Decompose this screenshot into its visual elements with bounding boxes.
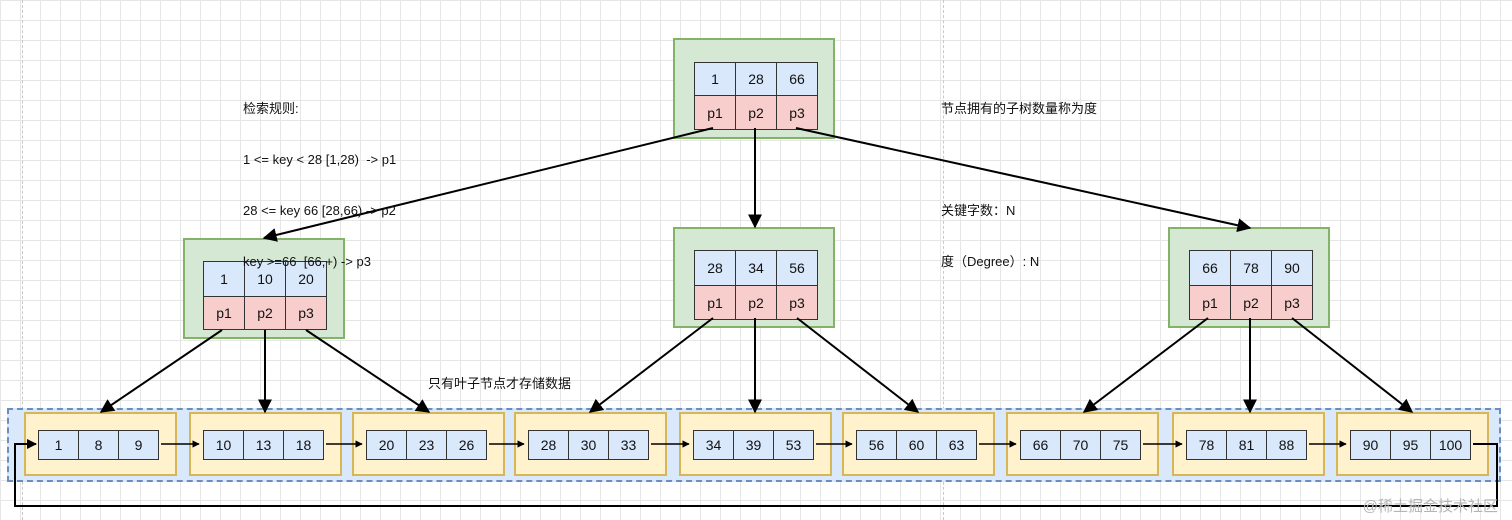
degree-spacer (941, 151, 1097, 168)
root-node: 1 28 66 p1 p2 p3 (673, 38, 835, 139)
search-rules-line-1: 1 <= key < 28 [1,28) -> p1 (243, 152, 397, 167)
leaf-node-1: 1 8 9 (24, 412, 177, 476)
root-pointer-1: p1 (694, 95, 736, 130)
leaf-node-9: 90 95 100 (1336, 412, 1489, 476)
leaf-3-key-1: 20 (366, 430, 407, 460)
internal-1-p3-arrow (305, 329, 431, 413)
leaf-1-key-1: 1 (38, 430, 79, 460)
internal-2-key-2: 34 (735, 250, 777, 286)
leaf-9-key-2: 95 (1390, 430, 1431, 460)
leaf-9-key-3: 100 (1430, 430, 1471, 460)
internal-2-key-1: 28 (694, 250, 736, 286)
leaf-6-key-1: 56 (856, 430, 897, 460)
leaf-8-key-1: 78 (1186, 430, 1227, 460)
degree-line-1: 关键字数：N (941, 203, 1016, 218)
internal-1-key-3: 20 (285, 261, 327, 297)
watermark: @稀土掘金技术社区 (1362, 498, 1498, 515)
leaf-2-key-3: 18 (283, 430, 324, 460)
internal-3-pointer-3: p3 (1271, 285, 1313, 320)
internal-3-pointer-2: p2 (1230, 285, 1272, 320)
leaf-node-7: 66 70 75 (1006, 412, 1159, 476)
root-to-internal-1-arrow (262, 127, 714, 242)
leaf-node-2: 10 13 18 (189, 412, 342, 476)
leaf-4-key-1: 28 (528, 430, 569, 460)
root-to-internal-3-arrow (795, 127, 1252, 233)
internal-2-pointer-3: p3 (776, 285, 818, 320)
internal-1-p1-arrow (99, 329, 223, 413)
internal-node-2: 28 34 56 p1 p2 p3 (673, 227, 835, 328)
internal-3-p1-arrow (1082, 317, 1209, 413)
leaf-3-key-3: 26 (446, 430, 487, 460)
leaf-1-key-3: 9 (118, 430, 159, 460)
degree-line-2: 度（Degree）: N (941, 254, 1040, 269)
leaf-5-key-2: 39 (733, 430, 774, 460)
leaf-node-4: 28 30 33 (514, 412, 667, 476)
search-rules-note: 检索规则: 1 <= key < 28 [1,28) -> p1 28 <= k… (243, 66, 396, 287)
internal-1-key-2: 10 (244, 261, 286, 297)
leaf-node-8: 78 81 88 (1172, 412, 1325, 476)
search-rules-title: 检索规则: (243, 101, 299, 116)
leaf-node-3: 20 23 26 (352, 412, 505, 476)
root-pointer-2: p2 (735, 95, 777, 130)
internal-1-pointer-3: p3 (285, 296, 327, 330)
leaf-6-key-3: 63 (936, 430, 977, 460)
internal-2-p3-arrow (796, 317, 920, 413)
leaf-8-key-2: 81 (1226, 430, 1267, 460)
leaf-5-key-1: 34 (693, 430, 734, 460)
degree-title: 节点拥有的子树数量称为度 (941, 101, 1098, 116)
guide-line (22, 0, 23, 520)
leaf-8-key-3: 88 (1266, 430, 1307, 460)
root-key-3: 66 (776, 62, 818, 96)
internal-2-p1-arrow (588, 317, 714, 413)
leaf-1-key-2: 8 (78, 430, 119, 460)
search-rules-line-2: 28 <= key 66 [28,66) -> p2 (243, 203, 396, 218)
root-pointer-3: p3 (776, 95, 818, 130)
internal-node-1: 1 10 20 p1 p2 p3 (183, 238, 345, 339)
guide-line (943, 0, 944, 520)
internal-3-pointer-1: p1 (1189, 285, 1231, 320)
leaf-7-key-3: 75 (1100, 430, 1141, 460)
degree-note: 节点拥有的子树数量称为度 关键字数：N 度（Degree）: N (941, 66, 1097, 287)
leaf-3-key-2: 23 (406, 430, 447, 460)
leaf-4-key-3: 33 (608, 430, 649, 460)
internal-3-p3-arrow (1291, 317, 1414, 413)
search-rules-line-3: key >=66 [66,+) -> p3 (243, 254, 371, 269)
leaf-5-key-3: 53 (773, 430, 814, 460)
leaf-6-key-2: 60 (896, 430, 937, 460)
leaf-7-key-1: 66 (1020, 430, 1061, 460)
leaf-storage-note: 只有叶子节点才存储数据 (428, 376, 572, 391)
leaf-4-key-2: 30 (568, 430, 609, 460)
internal-1-pointer-1: p1 (203, 296, 245, 330)
leaf-loop-back-arrow (14, 439, 1498, 507)
leaf-node-6: 56 60 63 (842, 412, 995, 476)
internal-node-3: 66 78 90 p1 p2 p3 (1168, 227, 1330, 328)
